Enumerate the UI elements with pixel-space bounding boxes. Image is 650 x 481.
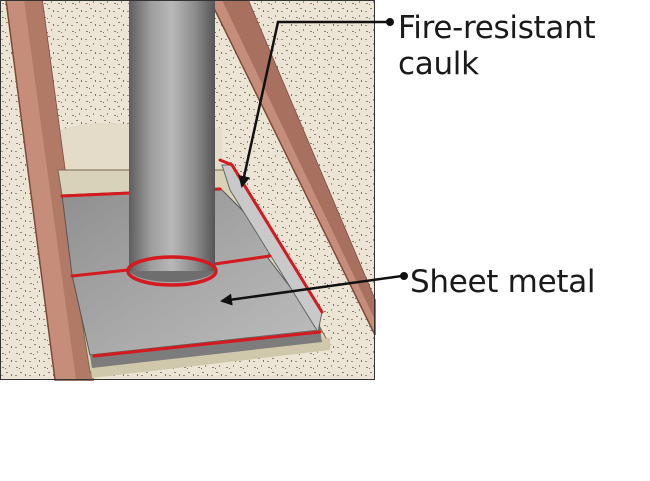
- sheet-metal-lower: [90, 330, 322, 368]
- callout-label-caulk: Fire-resistant caulk: [398, 10, 638, 82]
- floor-plate-front: [90, 338, 330, 378]
- callout-metal-leader: [220, 272, 408, 306]
- pipe: [129, 0, 215, 272]
- picture-frame: [0, 0, 375, 380]
- callout-label-sheet-metal: Sheet metal: [410, 264, 596, 300]
- pipe-base-shadow: [129, 271, 215, 283]
- callout-dot: [386, 18, 394, 26]
- caulk-label-line2: caulk: [398, 46, 479, 82]
- right-stud-face: [222, 0, 375, 320]
- callout-dot: [400, 272, 408, 280]
- callout-caulk-leader: [238, 18, 394, 188]
- pipe-base-caulk: [126, 255, 218, 287]
- caulk-label-line1: Fire-resistant: [398, 10, 596, 46]
